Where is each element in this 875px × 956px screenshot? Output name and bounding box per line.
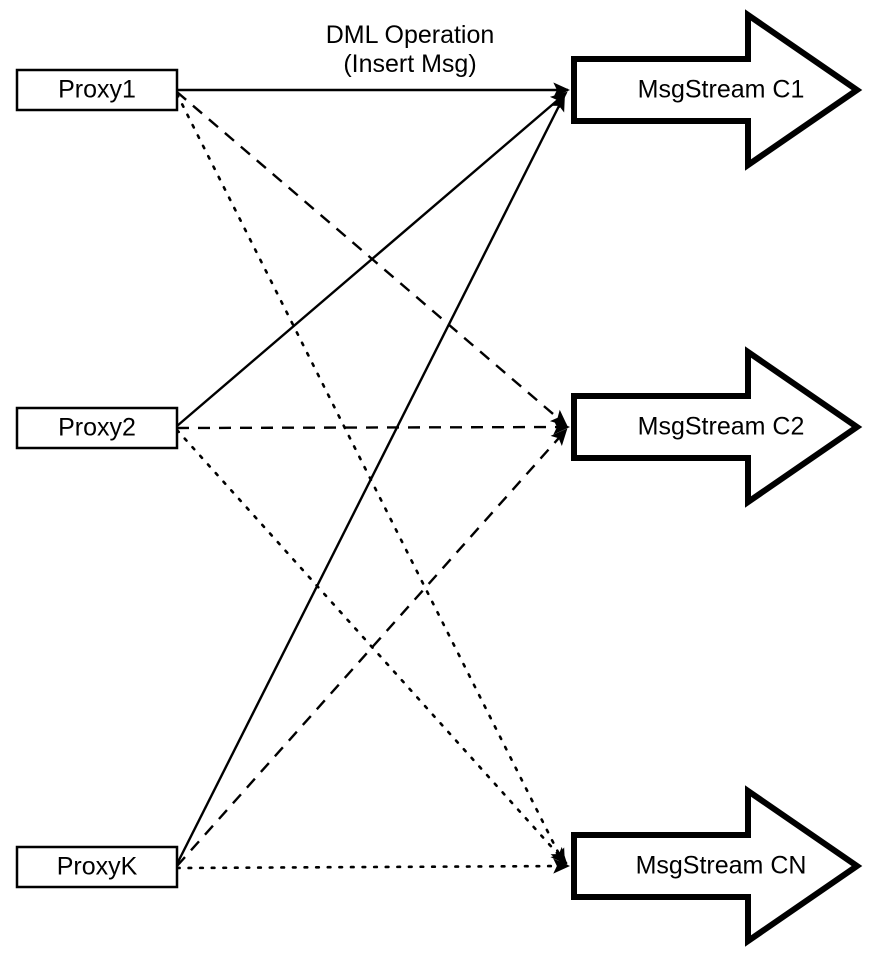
msgstream-arrow-shape[interactable] xyxy=(571,9,863,171)
edge-proxy2-to-stream_cn xyxy=(175,428,568,865)
edge-proxyk-to-stream_c1 xyxy=(175,94,566,865)
annotation-line-2: (Insert Msg) xyxy=(343,50,476,78)
edge-line-dotted xyxy=(175,858,571,874)
annotation-line-1: DML Operation xyxy=(326,21,495,49)
edge-line-dotted xyxy=(175,428,568,865)
proxy-label: ProxyK xyxy=(57,853,138,881)
proxy-label: Proxy2 xyxy=(58,414,136,442)
dml-operation-annotation: DML Operation (Insert Msg) xyxy=(326,21,495,78)
edge-proxyk-to-stream_cn xyxy=(175,858,571,874)
proxy-node-proxy2[interactable]: Proxy2 xyxy=(15,406,179,450)
msgstream-stream_cn[interactable]: MsgStream CN xyxy=(571,785,863,947)
edges-layer xyxy=(175,82,571,874)
msgstream-stream_c1[interactable]: MsgStream C1 xyxy=(571,9,863,171)
streams-layer: MsgStream C1 MsgStream C2 MsgStream CN xyxy=(571,9,863,947)
msgstream-arrow-shape[interactable] xyxy=(571,346,863,508)
edge-proxy2-to-stream_c1 xyxy=(176,91,568,427)
proxy-box[interactable] xyxy=(15,845,179,889)
proxy-label: Proxy1 xyxy=(58,76,136,104)
edge-line-solid xyxy=(176,91,568,427)
proxy-box[interactable] xyxy=(15,406,179,450)
msgstream-label: MsgStream CN xyxy=(636,852,807,880)
edge-line-dashed xyxy=(176,428,568,867)
edge-line-dashed xyxy=(176,419,571,435)
msgstream-label: MsgStream C1 xyxy=(638,76,805,104)
msgstream-arrow-shape[interactable] xyxy=(571,785,863,947)
proxy-node-proxy1[interactable]: Proxy1 xyxy=(15,68,179,112)
edge-proxyk-to-stream_c2 xyxy=(176,428,568,867)
edge-proxy2-to-stream_c2 xyxy=(176,419,571,435)
msgstream-stream_c2[interactable]: MsgStream C2 xyxy=(571,346,863,508)
edge-line-solid xyxy=(175,94,566,865)
proxy-box[interactable] xyxy=(15,68,179,112)
proxy-node-proxyk[interactable]: ProxyK xyxy=(15,845,179,889)
msgstream-label: MsgStream C2 xyxy=(638,413,805,441)
